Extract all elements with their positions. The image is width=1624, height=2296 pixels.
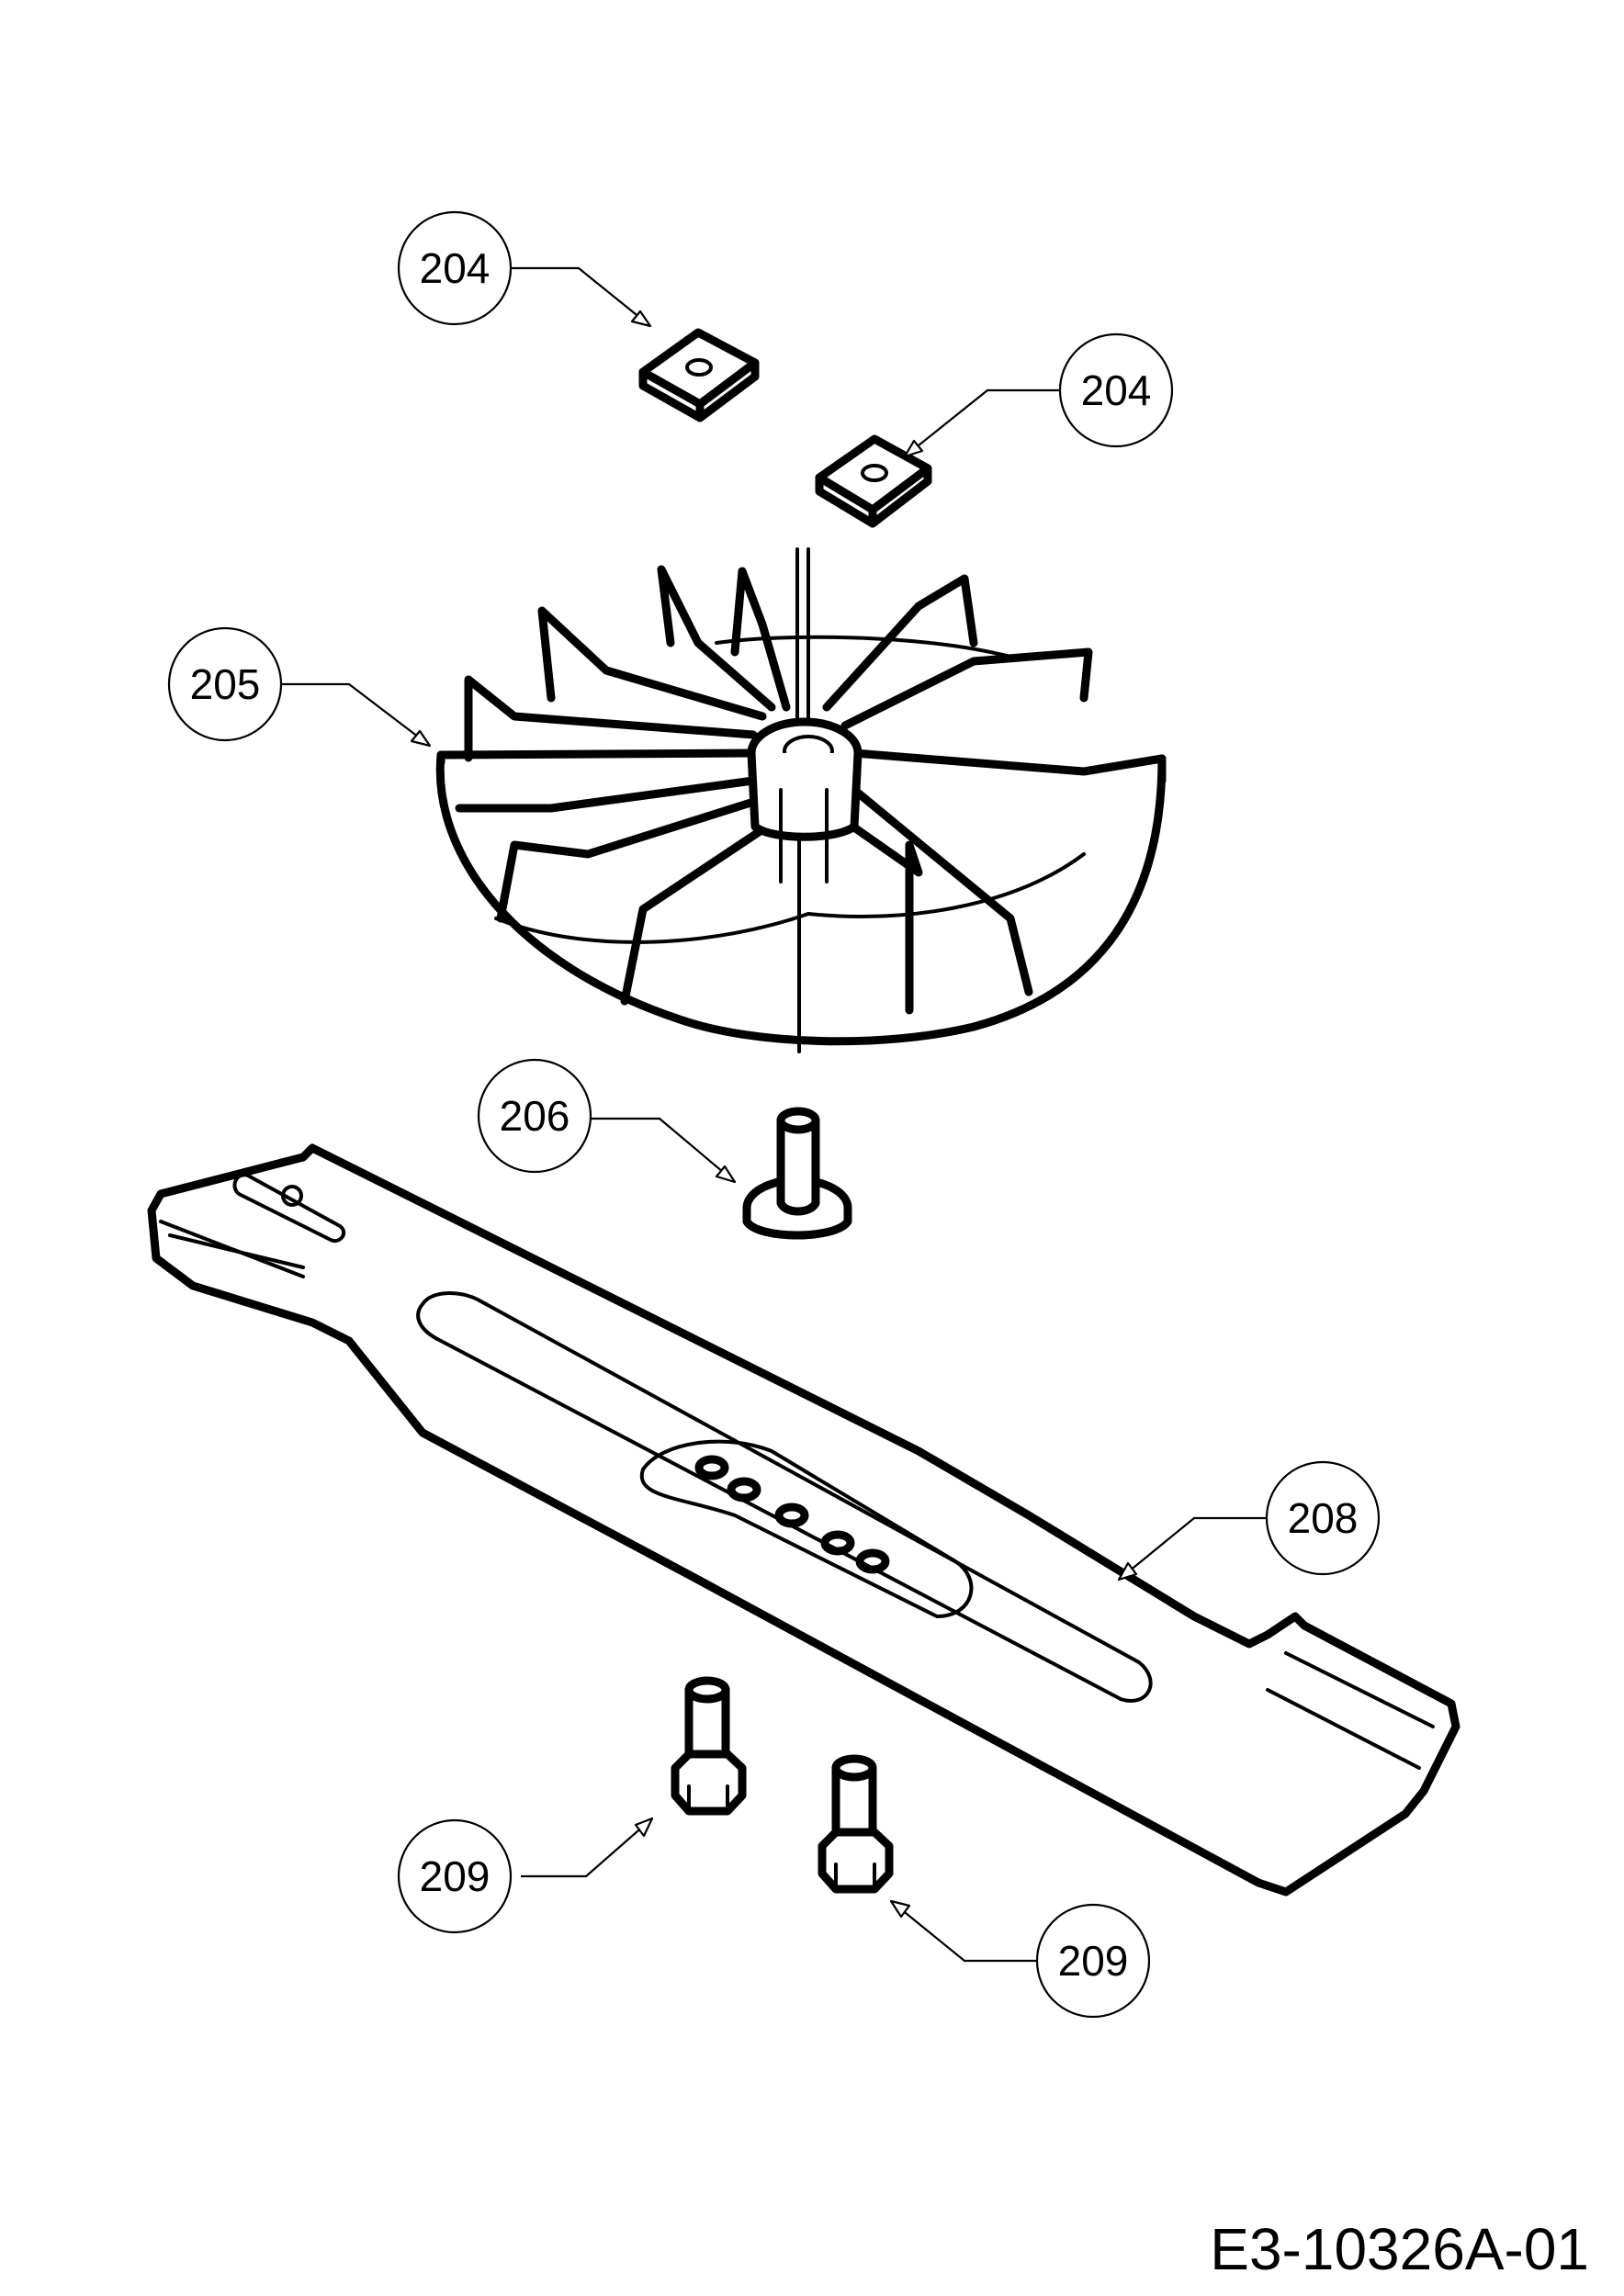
blade-adapter-pin — [742, 1107, 852, 1240]
square-nut-lower — [815, 434, 932, 528]
callout-209-left: 209 — [397, 1818, 513, 1934]
callout-204-upper: 204 — [397, 210, 513, 326]
callout-204-lower: 204 — [1058, 332, 1174, 448]
callout-label: 209 — [420, 1852, 491, 1900]
callout-label: 208 — [1288, 1494, 1359, 1542]
hex-bolt-left — [671, 1676, 747, 1816]
callout-209-right: 209 — [1035, 1903, 1151, 2019]
cutting-blade — [147, 1143, 1460, 1896]
callout-label: 209 — [1058, 1937, 1129, 1985]
drawing-code: E3-10326A-01 — [1210, 2216, 1589, 2282]
callout-label: 206 — [500, 1092, 570, 1140]
callout-label: 205 — [190, 660, 261, 708]
callout-208: 208 — [1265, 1460, 1381, 1576]
callout-label: 204 — [420, 244, 491, 292]
leader-lines — [280, 266, 1266, 1963]
callout-label: 204 — [1081, 366, 1152, 414]
callout-206: 206 — [477, 1058, 592, 1174]
callout-205: 205 — [167, 626, 283, 742]
hex-bolt-right — [818, 1754, 894, 1894]
fan-impeller — [435, 547, 1167, 1053]
square-nut-upper — [638, 328, 760, 422]
